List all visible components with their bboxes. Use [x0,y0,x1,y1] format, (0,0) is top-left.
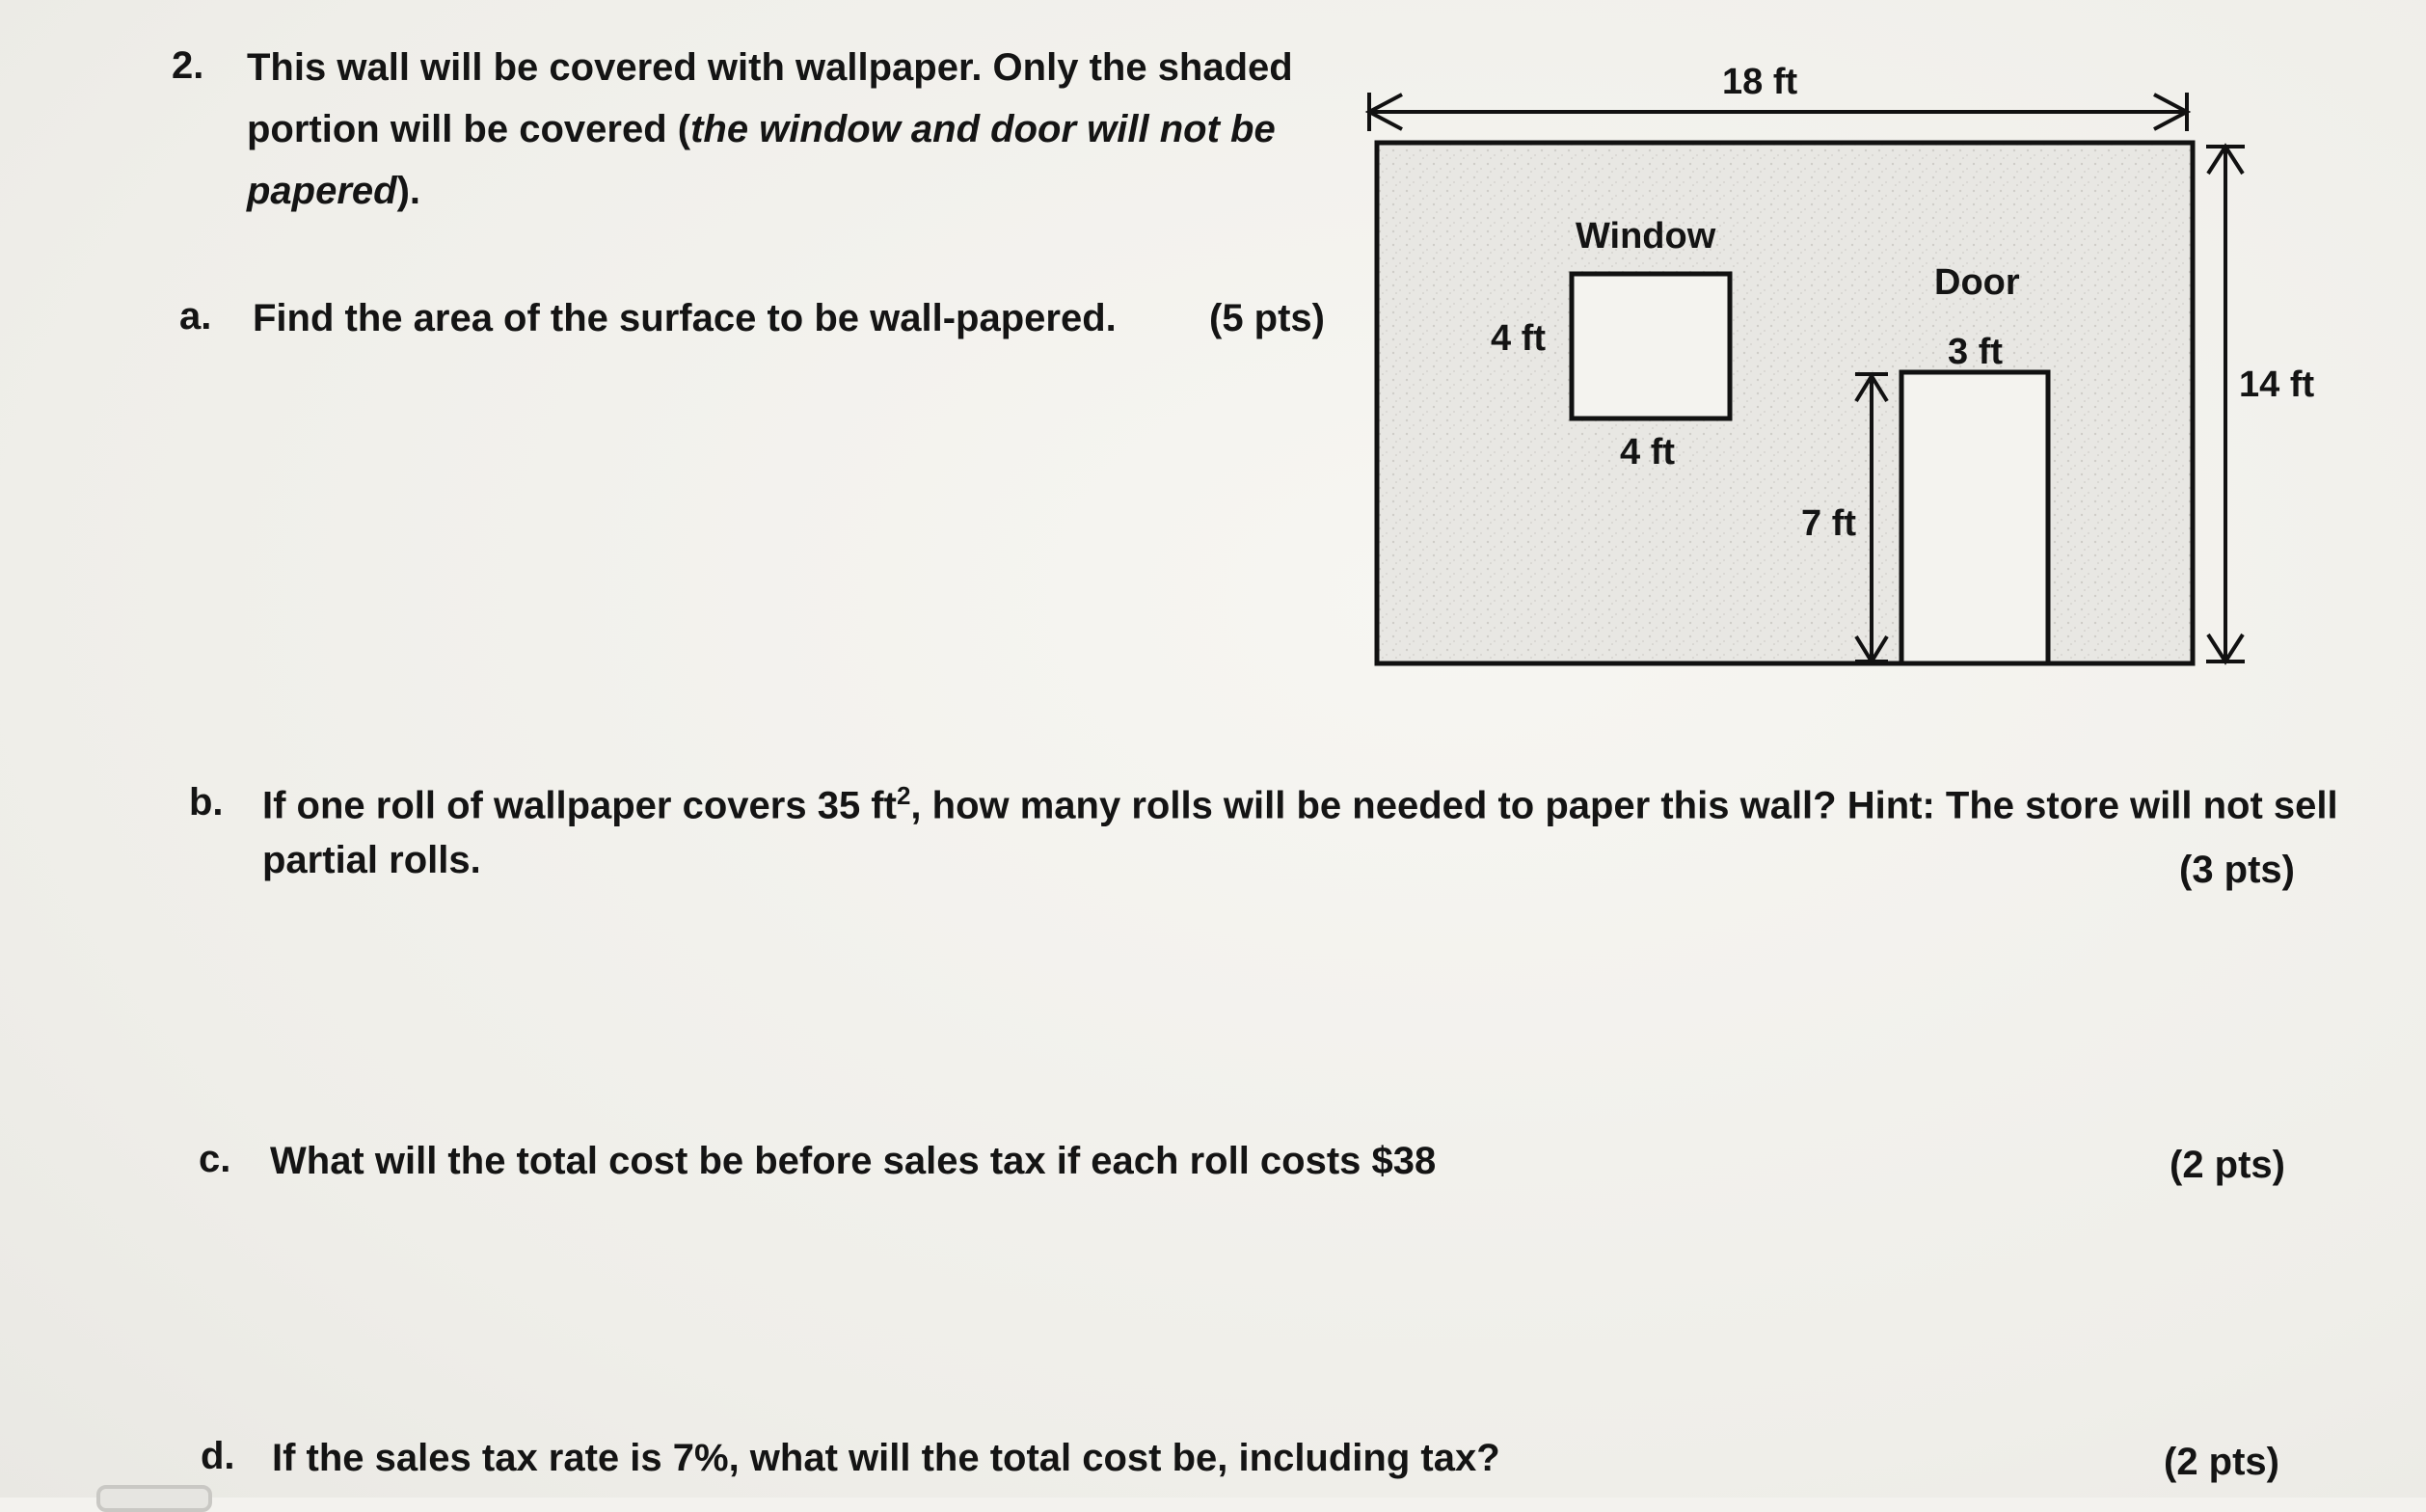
problem-intro-line2: portion will be covered (the window and … [247,106,1276,152]
part-b-superscript: 2 [896,781,911,810]
binder-tab-mark [96,1485,212,1512]
wall-rectangle [1374,140,2196,666]
window-label: Window [1576,216,1716,256]
part-b-line1-pre: If one roll of wallpaper covers 35 ft [262,784,897,827]
part-a-question: Find the area of the surface to be wall-… [253,297,1117,339]
part-c-points: (2 pts) [2170,1144,2285,1186]
problem-intro-line3: papered). [247,168,420,214]
height-dimension-arrow [2206,143,2245,665]
door-label: Door [1934,262,2020,303]
window-width-label: 4 ft [1620,432,1675,472]
intro-line2-not: not [1159,108,1220,150]
part-a-points: (5 pts) [1209,297,1325,339]
window-height-label: 4 ft [1491,318,1546,359]
door-width-label: 3 ft [1948,332,2003,372]
door-rectangle [1899,369,2051,666]
width-dimension-arrow [1364,93,2192,131]
part-b-points: (3 pts) [2179,849,2295,891]
part-a-letter: a. [179,295,212,338]
wall-height-label: 14 ft [2235,364,2319,406]
door-height-label: 7 ft [1801,503,1856,544]
part-c-question: What will the total cost be before sales… [270,1140,1437,1182]
part-b-line1-post: , how many rolls will be needed to paper… [910,784,2338,827]
intro-line2-italic: the window and door will [690,108,1160,150]
part-c-letter: c. [199,1138,231,1180]
door-height-arrow [1854,372,1889,665]
part-d-points: (2 pts) [2164,1441,2279,1483]
intro-line3-italic: papered [247,170,397,212]
part-d-question: If the sales tax rate is 7%, what will t… [272,1437,1500,1479]
part-b-question-line1: If one roll of wallpaper covers 35 ft2, … [262,781,2338,828]
part-b-letter: b. [189,781,224,824]
intro-line2-plain: portion will be covered ( [247,108,691,150]
problem-number: 2. [172,44,204,87]
intro-line3-end: ). [396,170,421,212]
intro-line2-italic-end: be [1219,108,1276,150]
wall-diagram [1364,93,2245,666]
part-b-question-line2: partial rolls. [262,839,481,881]
window-rectangle [1569,271,1733,421]
problem-intro-line1: This wall will be covered with wallpaper… [247,46,1293,89]
part-d-letter: d. [201,1435,235,1477]
wall-width-label: 18 ft [1722,62,1798,102]
